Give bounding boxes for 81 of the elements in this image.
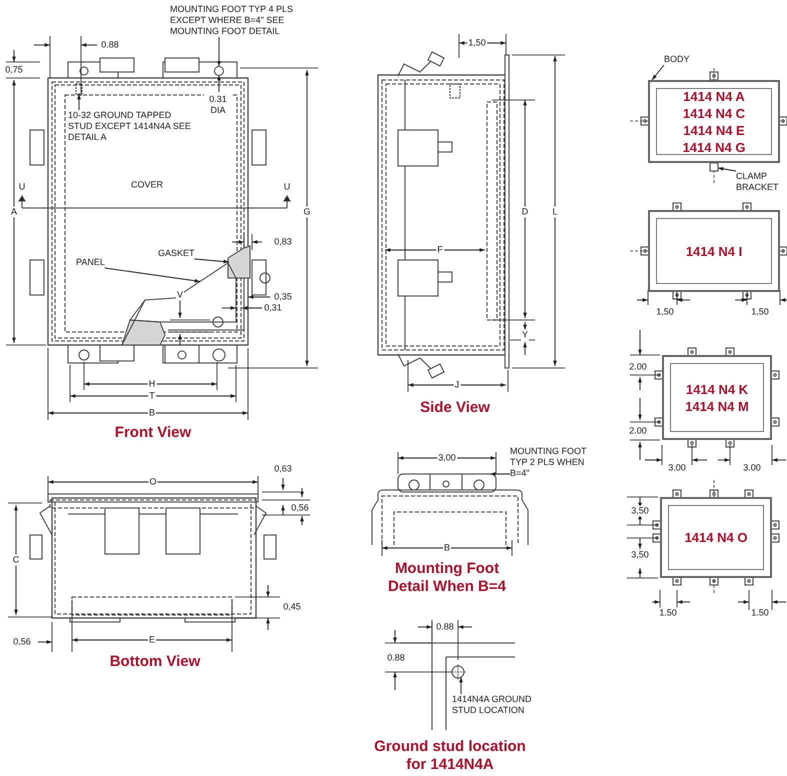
view-title: Side View bbox=[420, 399, 490, 417]
dimension-letter: J bbox=[454, 380, 460, 390]
leader-line bbox=[194, 258, 230, 264]
enclosure-outline bbox=[662, 355, 772, 440]
callout-note: 10-32 GROUND TAPPED STUD EXCEPT 1414N4A SEE DETAIL A bbox=[68, 110, 196, 143]
ground-stud-hole bbox=[452, 666, 464, 678]
dimension-letter: D bbox=[520, 206, 530, 218]
dimension-letter: G bbox=[302, 206, 312, 218]
leader-line bbox=[104, 268, 200, 283]
dimension-value: 0,83 bbox=[273, 236, 293, 248]
dimension-letter: E bbox=[148, 634, 156, 646]
model-number: 1414 N4 M bbox=[685, 398, 749, 414]
dimension-letter: O bbox=[148, 476, 158, 488]
dimension-letter: B bbox=[148, 408, 156, 418]
dimension-value: 0.88 bbox=[435, 622, 455, 632]
view-title: Bottom View bbox=[110, 653, 200, 671]
dimension-value: 3,50 bbox=[630, 550, 650, 560]
callout-note: 1414N4A GROUND STUD LOCATION bbox=[452, 694, 547, 716]
model-number: 1414 N4 I bbox=[686, 242, 742, 260]
dimension-value: 0,56 bbox=[12, 636, 32, 648]
dimension-value: 0,75 bbox=[4, 64, 24, 76]
dimension-value: 0.88 bbox=[100, 40, 120, 50]
dimension-value: 2.00 bbox=[628, 362, 648, 372]
mounting-foot bbox=[398, 474, 496, 492]
model-number: 1414 N4 O bbox=[684, 529, 748, 546]
dimension-value: 0.31 DIA bbox=[204, 94, 232, 116]
enclosure-outline bbox=[660, 497, 772, 578]
dimension-value: 1.50 bbox=[658, 608, 678, 618]
view-title: Front View bbox=[114, 424, 192, 442]
dimension-value: 3.00 bbox=[667, 462, 687, 474]
callout-label: GASKET bbox=[158, 248, 195, 259]
model-number: 1414 N4 C bbox=[682, 104, 746, 122]
view-title: Mounting Foot Detail When B=4 bbox=[387, 560, 507, 596]
part-label: COVER bbox=[130, 180, 164, 190]
model-number: 1414 N4 K bbox=[686, 380, 748, 398]
callout-note: MOUNTING FOOT TYP 4 PLS EXCEPT WHERE B=4" SEE MOUNTING FOOT DETAIL bbox=[170, 4, 325, 37]
dimension-letter: B bbox=[443, 542, 451, 554]
leader-line bbox=[652, 64, 664, 80]
enclosure-outline bbox=[648, 80, 780, 163]
dimension-value: 3,50 bbox=[630, 506, 650, 516]
dimension-letter: C bbox=[12, 554, 20, 566]
dimension-value: 3.00 bbox=[742, 462, 762, 474]
dimension-value: 1,50 bbox=[467, 38, 487, 48]
ground-stud bbox=[76, 84, 82, 94]
mounting-hole bbox=[214, 66, 224, 76]
dimension-letter: H bbox=[148, 378, 156, 390]
callout-label: PANEL bbox=[76, 257, 105, 268]
leader-line bbox=[490, 472, 510, 476]
dimension-letter: T bbox=[148, 390, 156, 402]
model-number: 1414 N4 E bbox=[683, 122, 745, 138]
dimension-value: 1.50 bbox=[750, 608, 770, 618]
dimension-value: 0,56 bbox=[290, 502, 310, 514]
dimension-value: 1,50 bbox=[655, 306, 675, 318]
callout-label: CLAMP BRACKET bbox=[736, 171, 786, 193]
clamp-bracket bbox=[710, 162, 718, 172]
section-marker: U bbox=[18, 182, 26, 192]
panel bbox=[129, 262, 236, 322]
dimension-letter: Y bbox=[521, 330, 529, 340]
enclosure-outline bbox=[648, 210, 780, 292]
callout-note: MOUNTING FOOT TYP 2 PLS WHEN B=4" bbox=[510, 446, 602, 479]
model-number: 1414 N4 G bbox=[682, 138, 746, 156]
callout-label: BODY bbox=[664, 54, 690, 65]
leader-line bbox=[459, 676, 463, 694]
dimension-value: 0.88 bbox=[386, 652, 406, 664]
dimension-letter: L bbox=[552, 206, 558, 218]
model-number: 1414 N4 A bbox=[683, 88, 745, 104]
dimension-value: 2.00 bbox=[628, 426, 648, 436]
section-marker: U bbox=[282, 182, 292, 192]
dimension-value: 0,35 bbox=[273, 292, 293, 302]
dimension-value: 0,63 bbox=[273, 464, 293, 474]
dimension-letter: A bbox=[10, 206, 18, 218]
dimension-value: 0,45 bbox=[282, 602, 302, 612]
leader-line bbox=[718, 167, 736, 172]
dimension-value: 0,31 bbox=[263, 302, 283, 314]
leader-line bbox=[77, 94, 81, 110]
view-title: Ground stud location for 1414N4A bbox=[373, 738, 527, 774]
leader-line bbox=[217, 36, 221, 67]
dimension-letter: V bbox=[176, 290, 184, 300]
dimension-letter: F bbox=[436, 244, 444, 256]
dimension-value: 1,50 bbox=[750, 306, 770, 318]
dimension-value: 3,00 bbox=[437, 452, 457, 464]
